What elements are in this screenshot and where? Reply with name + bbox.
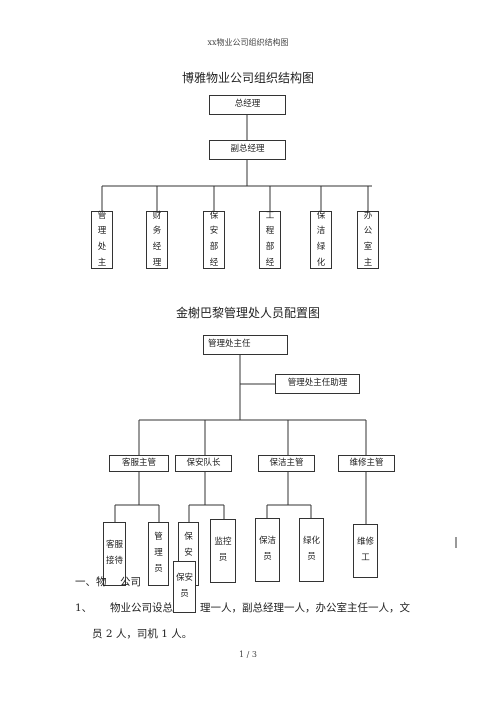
page-number: 1 / 3 [239,650,257,659]
ceo-box: 总经理 [209,95,286,115]
chart2-title: 金榭巴黎管理处人员配置图 [175,306,320,320]
dept-box-office: 办公室主 [357,211,379,269]
supervisor-box-maintenance: 维修主管 [338,455,395,472]
section-heading-part1: 一、物 [75,576,107,588]
page-header: xx物业公司组织结构图 [207,38,289,47]
dept-box-engineering: 工程部经 [259,211,281,269]
supervisor-box-service: 客服主管 [109,455,169,472]
chart1-title: 博雅物业公司组织结构图 [181,71,314,85]
deputy-box: 副总经理 [209,140,286,160]
item-text-part1: 物业公司设总 [110,602,173,614]
item-text-line2: 员 2 人，司机 1 人。 [92,628,193,640]
supervisor-box-security: 保安队长 [175,455,232,472]
item-text-part2: 理一人，副总经理一人，办公室主任一人，文 [200,602,410,614]
staff-box-gardener: 绿化员 [299,518,324,582]
staff-box-repairman: 维修工 [353,524,378,578]
dept-box-security: 保安部经 [203,211,225,269]
dept-box-cleaning: 保洁绿化 [310,211,332,269]
supervisor-box-cleaning: 保洁主管 [258,455,315,472]
dept-box-finance: 财务经理 [146,211,168,269]
dept-box-management: 管理处主 [91,211,113,269]
item-number: 1、 [75,602,93,614]
staff-box-reception: 客服接待 [103,522,126,586]
staff-box-monitor: 监控员 [210,519,236,583]
staff-box-cleaner: 保洁员 [255,518,280,582]
head-box: 管理处主任 [203,335,288,355]
section-heading-part2: 公司 [120,576,141,588]
staff-box-guard-overlap: 保安员 [173,561,196,613]
staff-box-administrator: 管理员 [148,522,169,586]
assistant-box: 管理处主任助理 [275,374,360,394]
